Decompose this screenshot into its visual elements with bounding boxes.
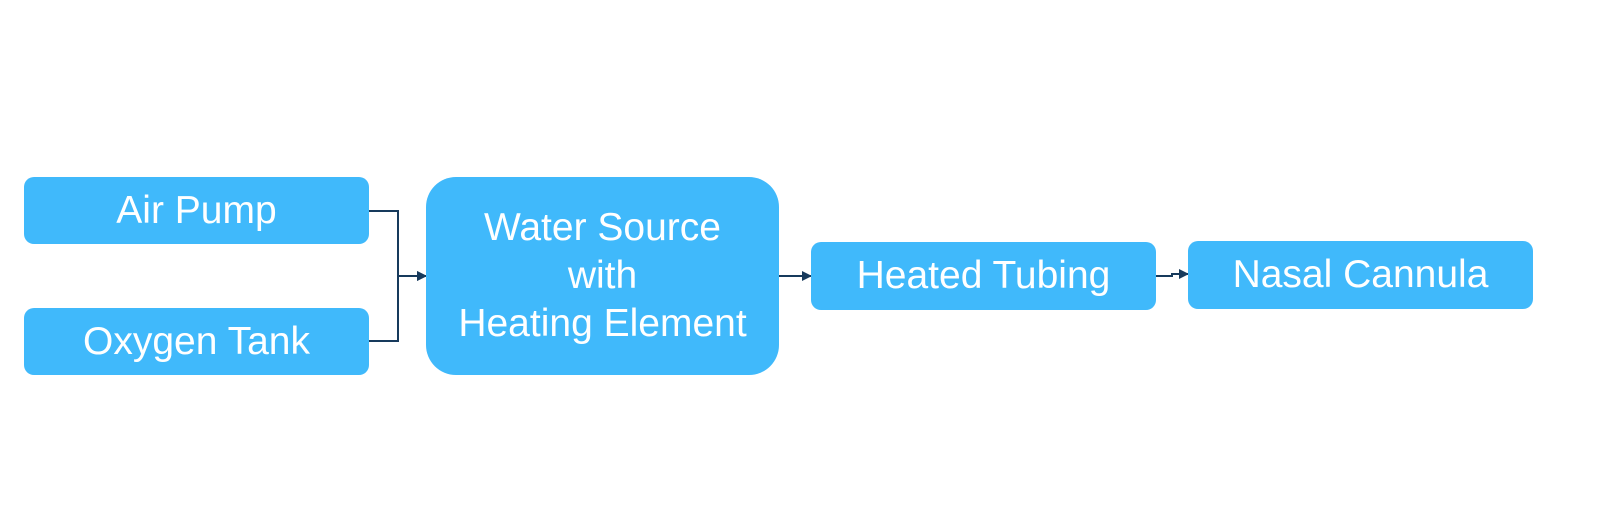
water-source-node: Water Source with Heating Element <box>426 177 779 375</box>
air-pump-label: Air Pump <box>116 188 277 232</box>
heated-tubing-node: Heated Tubing <box>811 242 1156 310</box>
heated-tubing-label: Heated Tubing <box>856 254 1111 297</box>
air-pump-node: Air Pump <box>24 177 369 244</box>
nasal-cannula-node: Nasal Cannula <box>1188 241 1533 309</box>
edge-air-pump-to-water-source <box>369 210 427 281</box>
oxygen-tank-label: Oxygen Tank <box>83 319 310 363</box>
nasal-cannula-label: Nasal Cannula <box>1232 253 1489 296</box>
edge-oxygen-tank-to-water-source <box>369 271 427 342</box>
water-source-label: Water Source with Heating Element <box>458 206 747 345</box>
oxygen-tank-node: Oxygen Tank <box>24 308 369 375</box>
edge-heated-tubing-to-nasal-cannula <box>1156 269 1189 279</box>
